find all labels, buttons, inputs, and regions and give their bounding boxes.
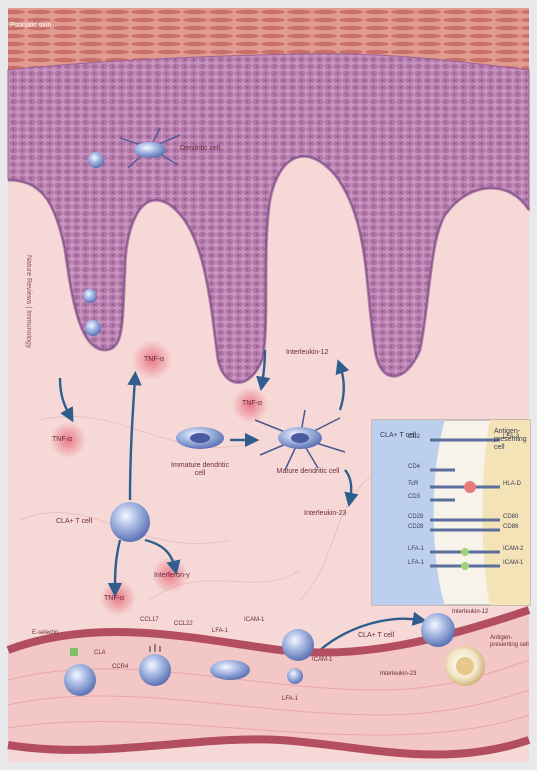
inset-receptor-4: CD28 — [408, 514, 423, 521]
label-interleukin12-bottom: Interleukin-12 — [452, 609, 488, 616]
inset-receptor-1: CD4 — [408, 464, 420, 471]
figure-title: Psoriatic skin — [10, 22, 51, 29]
inset-ligand-7: ICAM-1 — [503, 560, 523, 567]
cla-t-cell-dermis — [110, 502, 150, 542]
label-immature-dendritic: Immature dendritic cell — [165, 462, 235, 478]
label-interferon: Interferon-γ — [154, 572, 190, 580]
label-apc-bottom: Antigen-presenting cell — [490, 635, 534, 649]
label-lfa1-a: LFA-1 — [212, 628, 228, 635]
label-tnf-bottom: TNF-α — [104, 595, 124, 603]
inset-receptor-7: LFA-1 — [408, 560, 424, 567]
label-ccl22: CCL22 — [174, 621, 193, 628]
label-interleukin23-bottom: Interleukin-23 — [380, 671, 416, 678]
label-tnf-left: TNF-α — [52, 436, 72, 444]
label-cla-t-cell-bottom: CLA+ T cell — [358, 632, 394, 640]
label-icam1-a: ICAM-1 — [244, 617, 264, 624]
label-cla: CLA — [94, 650, 106, 657]
inset-ligand-5: CD86 — [503, 524, 518, 531]
inset-receptor-0: CD2 — [408, 434, 420, 441]
immature-dendritic-cell — [176, 427, 224, 449]
label-cla-t-cell-left: CLA+ T cell — [56, 518, 92, 526]
label-interleukin23-mid: Interleukin-23 — [304, 510, 346, 518]
label-ccr4: CCR4 — [112, 664, 128, 671]
inset-ligand-2: HLA-D — [503, 481, 521, 488]
label-ccl17: CCL17 — [140, 617, 159, 624]
label-icam1-b: ICAM-1 — [312, 657, 332, 664]
label-tnf-mid: TNF-α — [242, 400, 262, 408]
label-mature-dendritic: Mature dendritic cell — [273, 468, 343, 476]
label-dendritic-cell: Dendritic cell — [180, 145, 220, 153]
side-caption: Nature Reviews | Immunology — [24, 255, 32, 348]
inset-ligand-4: CD80 — [503, 514, 518, 521]
inset-receptor-6: LFA-1 — [408, 546, 424, 553]
inset-ligand-6: ICAM-2 — [503, 546, 523, 553]
inset-receptor-2: TcR — [408, 481, 418, 488]
inset-receptor-3: CD3 — [408, 494, 420, 501]
label-e-selectin: E-selectin — [32, 630, 58, 637]
inset-receptor-5: CD28 — [408, 524, 423, 531]
inset-ligand-0: LFA-3 — [503, 434, 519, 441]
label-interleukin12-top: Interleukin-12 — [286, 349, 328, 357]
label-tnf-center: TNF-α — [144, 356, 164, 364]
label-lfa1-b: LFA-1 — [282, 696, 298, 703]
